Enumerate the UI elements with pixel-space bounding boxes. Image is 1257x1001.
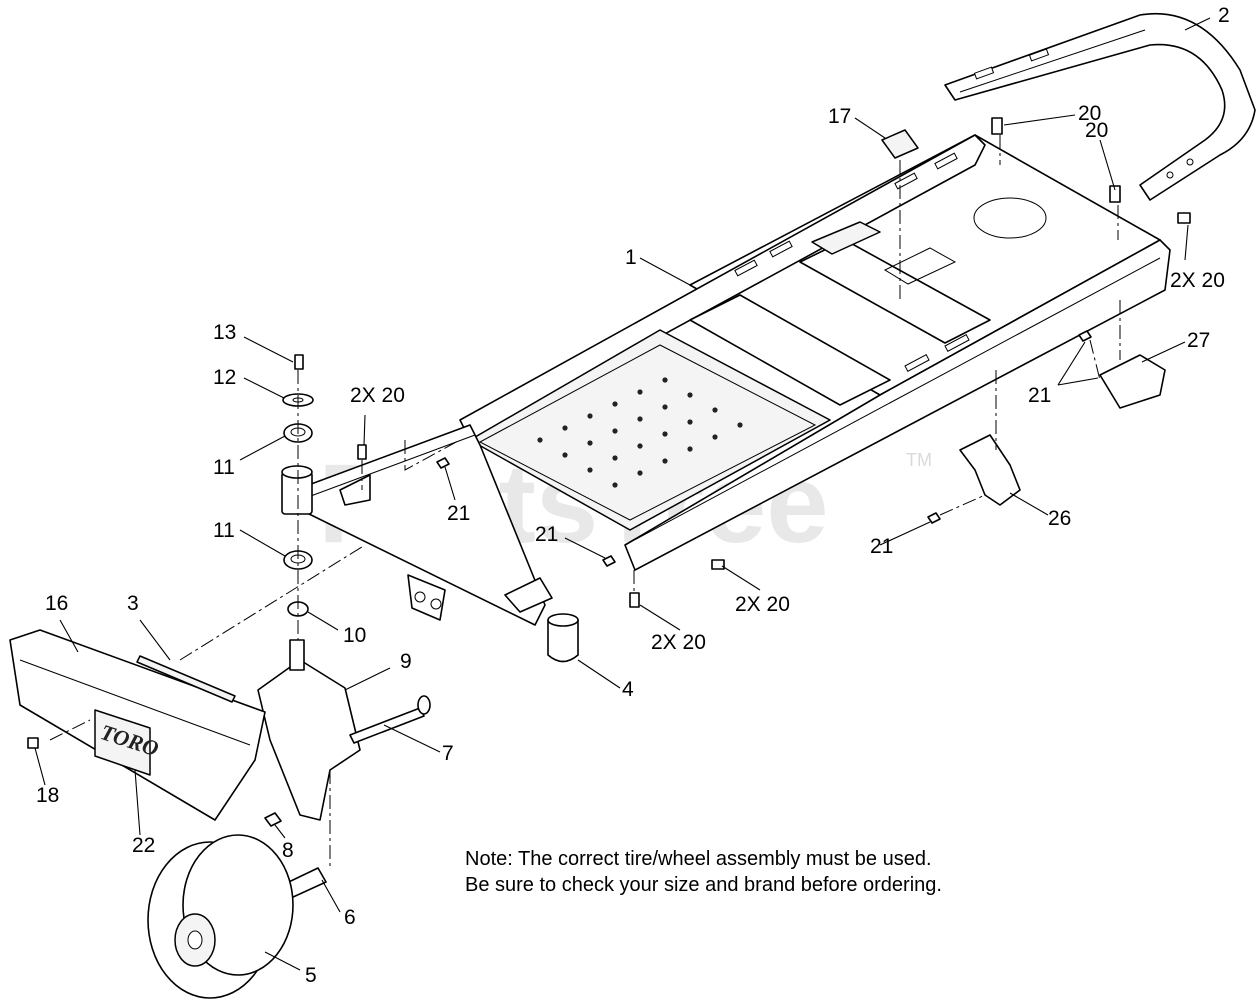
- callout-11-top: 11: [213, 456, 235, 479]
- callout-22: 22: [132, 834, 155, 857]
- part-21-nut-b: [602, 555, 616, 567]
- part-20-bolt-e: [711, 559, 725, 570]
- assembly-lines: [49, 135, 1121, 870]
- front-axle-tab: [407, 574, 446, 621]
- front-axle-bracket-right: [504, 577, 553, 613]
- part-20-bolt-f: [629, 592, 640, 608]
- callout-5: 5: [305, 964, 317, 987]
- callout-10: 10: [343, 624, 366, 647]
- callout-2x20-a: 2X 20: [1170, 269, 1225, 292]
- frame-slots: [734, 152, 970, 372]
- callout-20-b: 20: [1085, 119, 1108, 142]
- callout-2x20-d: 2X 20: [651, 631, 706, 654]
- callout-12: 12: [213, 366, 236, 389]
- part-26-bracket: [959, 434, 1021, 506]
- part-17-decal: [881, 129, 919, 159]
- part-8-nut: [264, 812, 282, 827]
- part-20-bolt-d: [357, 444, 367, 460]
- frame-label-decal: [811, 221, 881, 255]
- callout-4: 4: [622, 678, 634, 701]
- part-20-bolt-c: [1177, 212, 1191, 224]
- part-7-axle-bolt: [349, 707, 425, 744]
- frame-seat-hole: [973, 197, 1047, 239]
- callout-8: 8: [282, 839, 294, 862]
- callout-21-a: 21: [447, 502, 470, 525]
- handle-bar: [944, 12, 1256, 201]
- callout-11-bottom: 11: [213, 519, 235, 542]
- part-21-nut-d: [1078, 330, 1092, 342]
- part-27-bracket: [1099, 354, 1166, 409]
- handle-bar-body: [944, 12, 1256, 201]
- front-shield: TORO: [9, 629, 266, 821]
- part-21-nut-a: [436, 457, 450, 469]
- callouts: 2 17 20 20 2X 20 1 27 21 13 12 2X 20 11 …: [36, 4, 1230, 987]
- callout-13: 13: [213, 321, 236, 344]
- callout-1: 1: [625, 246, 637, 269]
- front-axle-bracket-left: [339, 474, 371, 506]
- frame-right-rail: [624, 239, 1171, 571]
- hardware: [27, 117, 1191, 904]
- callout-21-c: 21: [870, 535, 893, 558]
- callout-7: 7: [442, 742, 454, 765]
- callout-17: 17: [828, 105, 851, 128]
- part-3-strip: [136, 655, 236, 703]
- part-22-logo-plate: [94, 709, 151, 776]
- part-9-fork-stem: [289, 639, 305, 671]
- part-18-screw: [27, 737, 39, 749]
- callout-9: 9: [400, 650, 412, 673]
- callout-27: 27: [1187, 329, 1210, 352]
- callout-26: 26: [1048, 507, 1071, 530]
- part-20-bolt-b: [1109, 185, 1121, 203]
- callout-18: 18: [36, 784, 59, 807]
- note-line-2: Be sure to check your size and brand bef…: [465, 874, 942, 896]
- frame-cross-member-1: [689, 294, 891, 406]
- part-5-wheel: [147, 834, 294, 999]
- callout-2: 2: [1218, 4, 1230, 27]
- callout-16: 16: [45, 592, 68, 615]
- leader-lines: [34, 17, 1211, 971]
- callout-21-d: 21: [1028, 384, 1051, 407]
- frame-floor-pan: [469, 329, 831, 531]
- note-line-1: Note: The correct tire/wheel assembly mu…: [465, 848, 932, 870]
- front-axle: [281, 424, 579, 663]
- callout-21-b: 21: [535, 523, 558, 546]
- callout-2x20-b: 2X 20: [350, 384, 405, 407]
- part-13-bolt: [294, 354, 304, 370]
- main-frame: [459, 134, 1171, 571]
- watermark-tm: TM: [906, 450, 932, 470]
- front-axle-right-pivot: [547, 619, 579, 663]
- part-20-bolt-a: [991, 117, 1003, 135]
- floor-pan-holes: [537, 377, 743, 488]
- part-21-nut-c: [927, 512, 941, 524]
- part-9-caster-fork: [257, 659, 361, 821]
- callout-2x20-c: 2X 20: [735, 593, 790, 616]
- callout-3: 3: [127, 592, 139, 615]
- callout-6: 6: [344, 906, 356, 929]
- callout-20-a: 20: [1078, 102, 1101, 125]
